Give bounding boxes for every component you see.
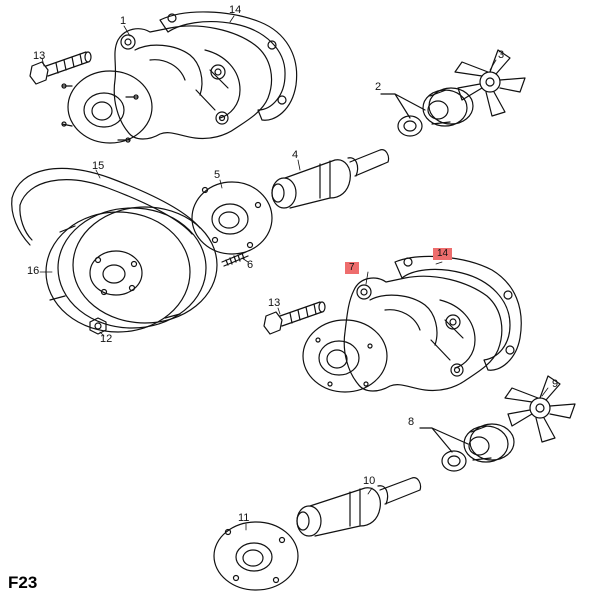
seal-upper <box>381 88 473 136</box>
callout-10: 10 <box>363 475 376 487</box>
callout-11: 11 <box>238 512 250 524</box>
figure-code: F23 <box>8 573 38 592</box>
callout-5: 5 <box>214 169 221 181</box>
callout-15: 15 <box>92 160 105 172</box>
callout-9: 9 <box>552 378 559 390</box>
callout-14-highlighted: 14 <box>433 248 453 260</box>
callout-2: 2 <box>375 81 382 93</box>
hub-lower <box>214 522 298 590</box>
callout-1: 1 <box>120 15 127 27</box>
shaft-lower <box>297 478 421 536</box>
callout-12: 12 <box>100 333 113 345</box>
pump-body-upper <box>114 26 271 139</box>
bolt-upper <box>30 52 91 84</box>
leader-lines <box>40 16 548 530</box>
callout-16: 16 <box>27 265 40 277</box>
gasket-upper <box>160 12 297 120</box>
belt <box>12 168 200 245</box>
shaft-upper <box>272 150 389 208</box>
callout-13-lower: 13 <box>268 297 281 309</box>
callout-14-upper: 14 <box>229 4 242 16</box>
gasket-lower <box>395 256 521 370</box>
pump-body-lower <box>344 276 502 391</box>
bolt-lower <box>264 302 325 334</box>
callout-8: 8 <box>408 416 415 428</box>
water-pump-upper <box>62 12 297 143</box>
fan-upper <box>455 50 525 116</box>
callout-3: 3 <box>498 49 505 61</box>
spring-part-6 <box>222 252 248 266</box>
pulley <box>46 207 217 332</box>
nut <box>90 318 106 334</box>
fan-lower <box>505 376 575 442</box>
callout-6: 6 <box>247 259 254 271</box>
callout-7-highlighted: 7 <box>345 262 359 274</box>
hub-upper <box>192 182 272 254</box>
seal-lower <box>420 424 514 471</box>
callout-13-upper: 13 <box>33 50 46 62</box>
callout-4: 4 <box>292 149 299 161</box>
water-pump-lower <box>303 256 521 392</box>
